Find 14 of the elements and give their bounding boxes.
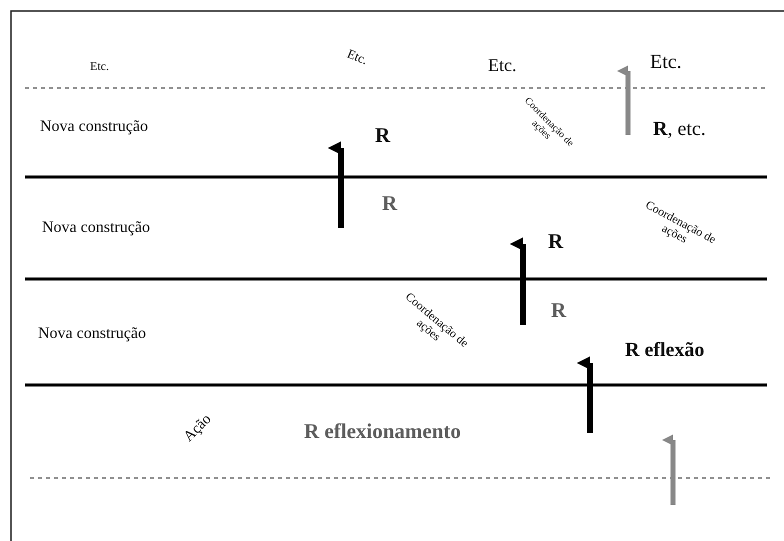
reflection-label: R eflexionamento — [304, 420, 461, 444]
level-label: Nova construção — [38, 325, 146, 343]
reflection-label: R eflexão — [625, 339, 704, 361]
reflection-letter: R — [551, 299, 566, 322]
level-label: Nova construção — [40, 118, 148, 136]
reflection-letter: R — [375, 124, 390, 148]
etc-label: Etc. — [488, 56, 516, 76]
reflection-letter: R — [382, 192, 398, 216]
reflection-label: R, etc. — [653, 118, 706, 140]
etc-label: Etc. — [650, 51, 682, 73]
etc-label: Etc. — [90, 60, 109, 74]
level-label: Nova construção — [42, 219, 150, 237]
reflection-letter: R — [548, 230, 564, 254]
etc-label: Etc. — [345, 46, 370, 68]
